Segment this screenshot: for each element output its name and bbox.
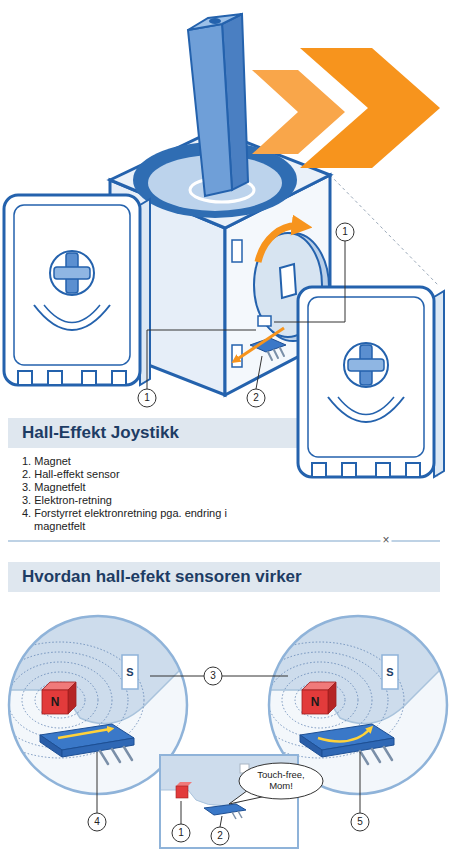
joystick-stick [188,14,248,196]
direction-chevrons [252,48,440,168]
callout-number: 2 [253,392,259,404]
pole-letter: S [126,666,133,679]
callout-number: 5 [357,816,363,828]
callout-number: 3 [210,670,216,682]
bubble-ellipse [239,763,323,799]
pole-letter: S [386,666,393,679]
close-mark: × [380,534,391,548]
callout-number: 1 [144,392,150,404]
callout-number: 2 [217,830,223,842]
bubble-text: Touch-free, Mom! [253,770,309,792]
key-item: 3. Elektron-retning [22,494,112,507]
section-heading: Hall-Effekt Joystikk [22,423,179,443]
callout-number: 1 [342,226,348,238]
callout-number: 4 [94,816,100,828]
pole-letter: N [311,696,320,710]
side-module [4,195,150,385]
pole-letter: N [51,696,60,710]
section-heading: Hvordan hall-efekt sensoren virker [22,567,302,587]
callout-circles [88,223,369,845]
key-item: 2. Hall-effekt sensor [22,468,120,481]
leader-lines [147,241,345,389]
key-item: 4. Forstyrret elektronretning pga. endri… [22,507,234,532]
leader-lines [97,676,360,827]
side-module [298,287,444,477]
key-item: 1. Magnet [22,455,71,468]
callout-number: 1 [178,827,184,839]
bubble-body: Touch-free, Mom! [253,770,309,792]
key-item: 3. Magnetfelt [22,481,86,494]
speech-bubble: Touch-free, Mom! [238,762,324,800]
